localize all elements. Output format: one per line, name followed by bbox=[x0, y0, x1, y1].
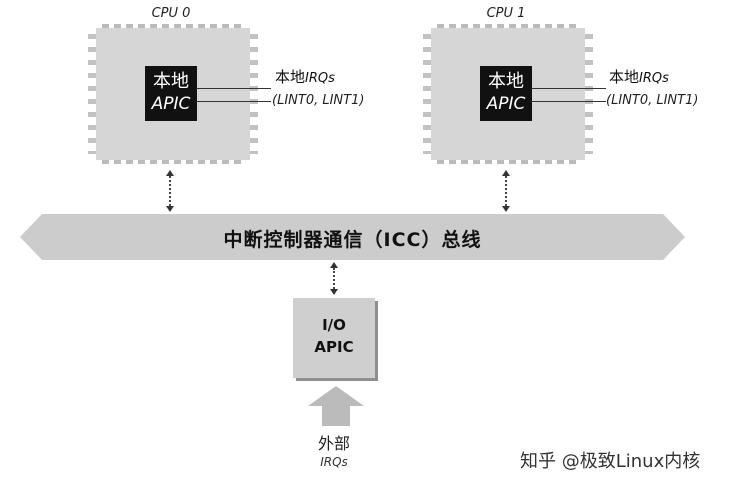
external-irq-arrow bbox=[308, 386, 364, 426]
io-apic-line2: APIC bbox=[314, 338, 354, 356]
cpu1-irq-label: 本地IRQs bbox=[609, 66, 669, 87]
cpu1-local-apic: 本地 APIC bbox=[480, 66, 532, 121]
cpu1-lint-label: (LINT0, LINT1) bbox=[606, 93, 699, 108]
cpu1-irq-line bbox=[531, 88, 606, 89]
cpu0-lint-label: (LINT0, LINT1) bbox=[272, 93, 365, 108]
cpu0-irq-label-text: 本地 bbox=[275, 68, 306, 86]
cpu1-irq-suffix: IRQs bbox=[639, 71, 669, 86]
external-irqs: IRQs bbox=[320, 455, 348, 469]
icc-bus: 中断控制器通信（ICC）总线 bbox=[20, 214, 685, 260]
watermark: 知乎 @极致Linux内核 bbox=[520, 451, 701, 472]
cpu0-irq-label: 本地IRQs bbox=[275, 66, 335, 87]
cpu0-lint-line bbox=[196, 101, 271, 102]
cpu1-title: CPU 1 bbox=[486, 6, 526, 21]
io-apic-line1: I/O bbox=[322, 316, 346, 334]
cpu1-apic-line1: 本地 bbox=[488, 71, 524, 92]
cpu0-irq-suffix: IRQs bbox=[305, 71, 335, 86]
cpu1-irq-label-text: 本地 bbox=[609, 68, 640, 86]
io-apic: I/O APIC bbox=[293, 298, 375, 378]
icc-bus-shape bbox=[20, 214, 685, 260]
cpu0-title: CPU 0 bbox=[151, 6, 191, 21]
cpu0-chip: 本地 APIC bbox=[88, 24, 258, 164]
icc-bus-label: 中断控制器通信（ICC）总线 bbox=[223, 229, 482, 251]
cpu1-chip: 本地 APIC bbox=[423, 24, 593, 164]
cpu1-lint-line bbox=[531, 101, 606, 102]
cpu1-apic-line2: APIC bbox=[486, 94, 526, 114]
cpu0-apic-line1: 本地 bbox=[153, 71, 189, 92]
cpu0-local-apic: 本地 APIC bbox=[145, 66, 197, 121]
cpu0-apic-line2: APIC bbox=[151, 94, 191, 114]
cpu0-irq-line bbox=[196, 88, 271, 89]
external-label: 外部 bbox=[317, 434, 350, 453]
